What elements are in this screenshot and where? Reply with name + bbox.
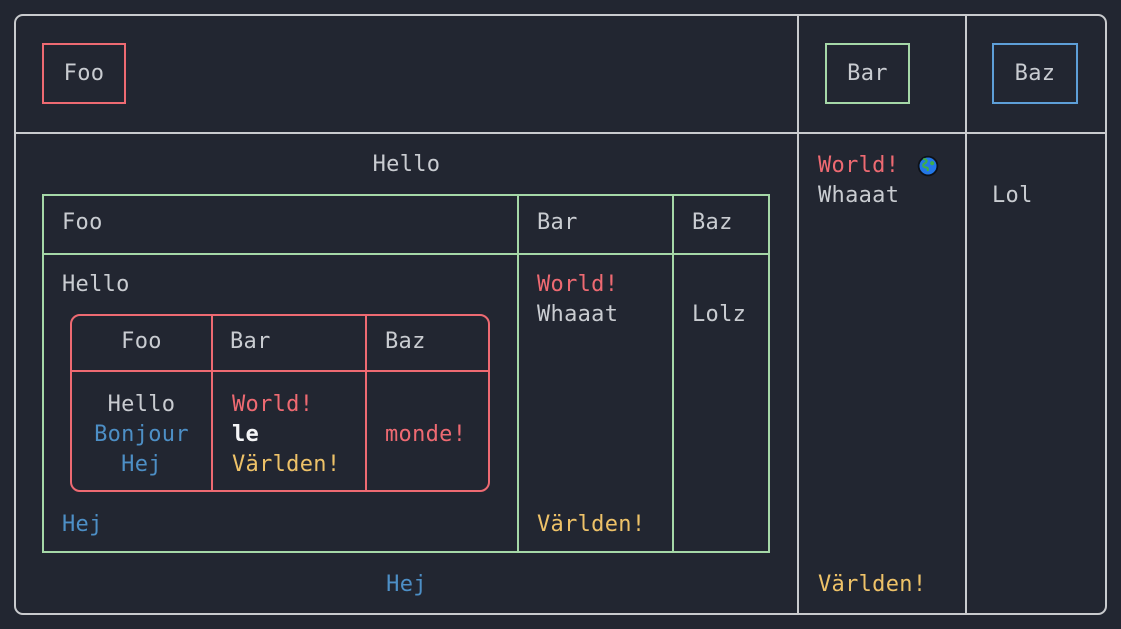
green-header-divider <box>44 253 768 255</box>
green-table: Foo Bar Baz Hello Foo Bar Baz Hello Bonj… <box>42 194 770 553</box>
outer-header-divider <box>16 132 1105 134</box>
green-header-baz: Baz <box>692 210 733 235</box>
red-header-foo: Foo <box>121 329 162 354</box>
red-col2-line-3: Världen! <box>232 452 341 477</box>
outer-header-bar: Bar <box>825 43 910 104</box>
green-header-bar: Bar <box>537 210 578 235</box>
red-header-bar: Bar <box>230 329 271 354</box>
outer-col2-varlden: Världen! <box>818 572 927 597</box>
outer-col2-world: World! <box>818 153 900 178</box>
red-col1-line-1: Hello <box>107 392 176 417</box>
green-col-divider-2 <box>672 196 674 551</box>
outer-col1-hej: Hej <box>386 572 427 597</box>
outer-col3-lol: Lol <box>992 183 1033 208</box>
green-col3-lolz: Lolz <box>692 302 747 327</box>
outer-col2-whaaat: Whaaat <box>818 183 900 208</box>
globe-icon <box>917 155 939 177</box>
green-col-divider-1 <box>517 196 519 551</box>
outer-header-baz: Baz <box>992 43 1078 104</box>
green-col2-world: World! <box>537 272 619 297</box>
green-col1-hello: Hello <box>62 272 130 297</box>
outer-table: Foo Bar Baz Hello Foo Bar Baz Hello Foo … <box>14 14 1107 615</box>
green-header-foo: Foo <box>62 210 103 235</box>
red-col1-line-2: Bonjour <box>94 422 189 447</box>
red-col-divider-2 <box>365 316 367 490</box>
red-header-divider <box>72 370 488 372</box>
red-col2-line-1: World! <box>232 392 314 417</box>
red-header-baz: Baz <box>385 329 426 354</box>
outer-col-divider-2 <box>965 16 967 613</box>
outer-header-foo: Foo <box>42 43 126 104</box>
red-col2-line-2: le <box>232 422 260 447</box>
green-col1-hej: Hej <box>62 512 103 537</box>
red-col3-monde: monde! <box>385 422 467 447</box>
red-table: Foo Bar Baz Hello Bonjour Hej World! le … <box>70 314 490 492</box>
green-col2-varlden: Världen! <box>537 512 646 537</box>
green-col2-whaaat: Whaaat <box>537 302 619 327</box>
red-col1-line-3: Hej <box>121 452 162 477</box>
red-col-divider-1 <box>211 316 213 490</box>
outer-col1-hello: Hello <box>372 152 441 177</box>
outer-col-divider-1 <box>797 16 799 613</box>
